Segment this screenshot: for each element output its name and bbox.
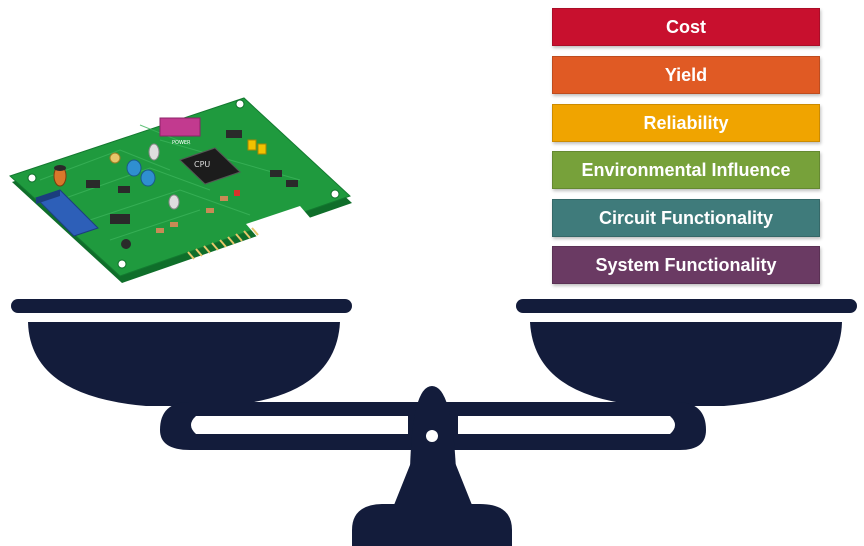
right-bowl bbox=[530, 322, 842, 406]
factor-circuit-functionality: Circuit Functionality bbox=[552, 199, 820, 237]
blue-header-connector bbox=[35, 189, 99, 237]
cpu-chip: CPU bbox=[179, 147, 241, 185]
factor-cost: Cost bbox=[552, 8, 820, 46]
circuit-board-image: CPU POWER bbox=[9, 97, 352, 283]
power-connector: POWER bbox=[159, 117, 201, 146]
power-label: POWER bbox=[172, 140, 191, 146]
factor-system-functionality: System Functionality bbox=[552, 246, 820, 284]
edge-connector bbox=[187, 227, 259, 260]
pivot-hole bbox=[426, 430, 438, 442]
left-plate-rim bbox=[11, 299, 352, 313]
center-post bbox=[410, 386, 456, 470]
factor-yield: Yield bbox=[552, 56, 820, 94]
right-plate-rim bbox=[516, 299, 857, 313]
cpu-label: CPU bbox=[194, 160, 210, 169]
scale-base bbox=[352, 504, 512, 546]
factor-environmental-influence: Environmental Influence bbox=[552, 151, 820, 189]
balance-scale bbox=[11, 299, 857, 546]
left-bowl bbox=[28, 322, 340, 406]
factor-reliability: Reliability bbox=[552, 104, 820, 142]
components bbox=[53, 130, 298, 249]
